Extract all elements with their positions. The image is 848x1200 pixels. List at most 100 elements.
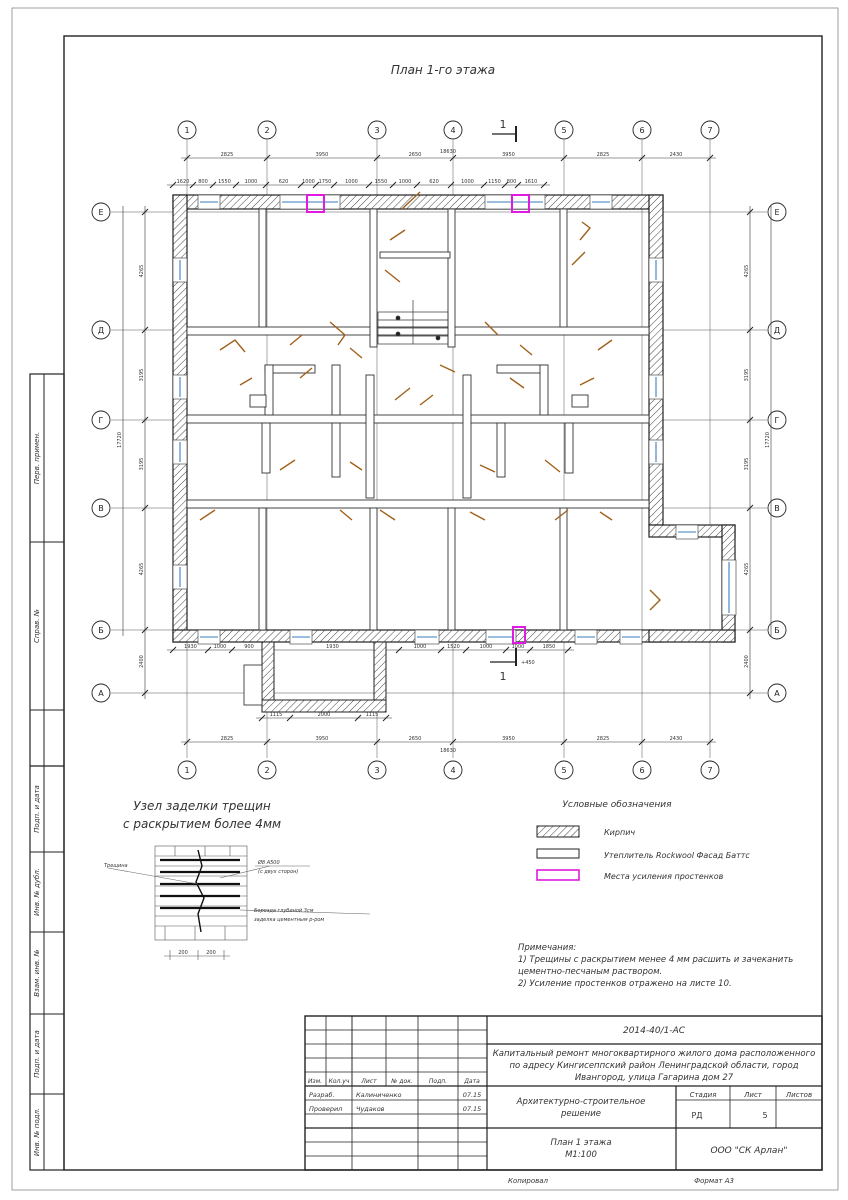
axis-label: Д xyxy=(98,326,104,335)
dim-right-total: 17720 xyxy=(765,432,771,448)
legend-title: Условные обозначения xyxy=(562,800,672,810)
dim-tick xyxy=(228,646,236,654)
axis-bubble xyxy=(767,320,787,340)
legend-swatch-reinforce xyxy=(536,869,580,881)
dim-tick xyxy=(480,181,488,189)
dim-right: 3195 xyxy=(744,458,750,471)
stamp-sheet-value: 5 xyxy=(762,1111,767,1120)
dim-bottom: 2650 xyxy=(409,736,422,742)
dim-top-row2: 1000 xyxy=(345,179,358,185)
section-mark-top: 1 xyxy=(492,118,517,142)
axis-label: 4 xyxy=(450,766,455,775)
door-swing xyxy=(419,394,434,406)
door-swing xyxy=(339,509,353,521)
dim-top: 2825 xyxy=(221,152,234,158)
dim-tick xyxy=(706,154,714,162)
axis-bubble xyxy=(554,120,574,140)
dim-tick xyxy=(502,646,510,654)
axis-bubble xyxy=(91,320,111,340)
axis-label: 3 xyxy=(374,126,379,135)
door-swing xyxy=(484,321,499,336)
dim-tick xyxy=(141,626,149,634)
dim-tick xyxy=(263,738,271,746)
axis-label: 4 xyxy=(450,126,455,135)
dim-tick xyxy=(526,646,534,654)
dim-tick xyxy=(373,154,381,162)
stamp-company: ООО "СК Арлан" xyxy=(711,1146,788,1156)
axis-bubble xyxy=(443,760,463,780)
axis-bubble xyxy=(91,620,111,640)
axis-label: Б xyxy=(774,626,780,635)
axis-label: В xyxy=(98,504,104,513)
door-swing xyxy=(439,364,456,373)
axis-label: 2 xyxy=(264,126,269,135)
door-swing xyxy=(349,461,363,471)
dim-tick xyxy=(189,181,197,189)
door-swing xyxy=(394,387,411,401)
dim-tick xyxy=(638,154,646,162)
axis-label: 2 xyxy=(264,766,269,775)
door-swing xyxy=(579,377,595,386)
dim-top-row2: 1150 xyxy=(488,179,501,185)
axis-label: 1 xyxy=(184,766,189,775)
dim-bottom-row: 1000 xyxy=(512,644,525,650)
dim-top-row2: 1750 xyxy=(319,179,332,185)
door-swing xyxy=(219,339,246,353)
section-mark-label: 1 xyxy=(500,670,507,683)
wall-east xyxy=(648,194,664,526)
dim-top-row2: 620 xyxy=(429,179,439,185)
dim-tick xyxy=(462,646,470,654)
floor-plan: +450 xyxy=(172,191,737,713)
dim-tick xyxy=(141,326,149,334)
axis-bubble xyxy=(554,760,574,780)
dim-tick xyxy=(746,689,754,697)
dim-top: 2430 xyxy=(670,152,683,158)
axis-bubble xyxy=(767,620,787,640)
dim-top-row2: 1000 xyxy=(245,179,258,185)
side-stamp: Перв. примен. Справ. № Подп. и дата Инв.… xyxy=(29,373,65,1171)
stamp-date: 07.15 xyxy=(463,1105,482,1113)
door-swing xyxy=(599,511,613,521)
dim-tick xyxy=(141,416,149,424)
dim-tick xyxy=(746,416,754,424)
axis-bubble xyxy=(367,120,387,140)
dim-right: 3195 xyxy=(744,369,750,382)
axis-label: Д xyxy=(774,326,780,335)
dim-tick xyxy=(389,181,397,189)
side-stamp-label: Инв. № подл. xyxy=(33,1108,41,1156)
dim-tick xyxy=(286,714,294,722)
dim-top: 2825 xyxy=(597,152,610,158)
dim-tick xyxy=(746,326,754,334)
door-swing xyxy=(571,251,586,266)
side-stamp-label: Инв. № дубл. xyxy=(33,868,41,916)
footer-copied: Копировал xyxy=(508,1177,549,1185)
dim-tick xyxy=(560,738,568,746)
dim-porch: 1115 xyxy=(366,712,379,718)
node-mortar-label: Бороздa глубиной 3см xyxy=(254,908,314,914)
door-swing xyxy=(279,459,296,471)
dim-tick xyxy=(232,181,240,189)
axis-bubble xyxy=(443,120,463,140)
axis-bubble xyxy=(700,760,720,780)
stamp-role: Разраб. xyxy=(309,1091,335,1099)
dim-top-row2: 1620 xyxy=(177,179,190,185)
dim-bottom-row: 900 xyxy=(244,644,254,650)
side-stamp-label: Справ. № xyxy=(33,609,41,643)
dim-tick xyxy=(204,646,212,654)
axis-label: В xyxy=(774,504,780,513)
dim-tick xyxy=(183,738,191,746)
dim-tick xyxy=(746,504,754,512)
legend-swatch-insulation xyxy=(536,848,580,859)
dim-tick xyxy=(141,504,149,512)
stamp-role: Проверил xyxy=(309,1105,342,1113)
axis-bubble xyxy=(91,498,111,518)
notes-line: цементно-песчаным раствором. xyxy=(518,967,662,977)
axis-bubble xyxy=(367,760,387,780)
axis-bubble xyxy=(767,683,787,703)
dim-top-row2: 1550 xyxy=(218,179,231,185)
legend-label: Места усиления простенков xyxy=(604,872,724,881)
dim-tick xyxy=(382,714,390,722)
dim-bottom-row: 1000 xyxy=(414,644,427,650)
stamp-stage-value: РД xyxy=(691,1111,702,1120)
